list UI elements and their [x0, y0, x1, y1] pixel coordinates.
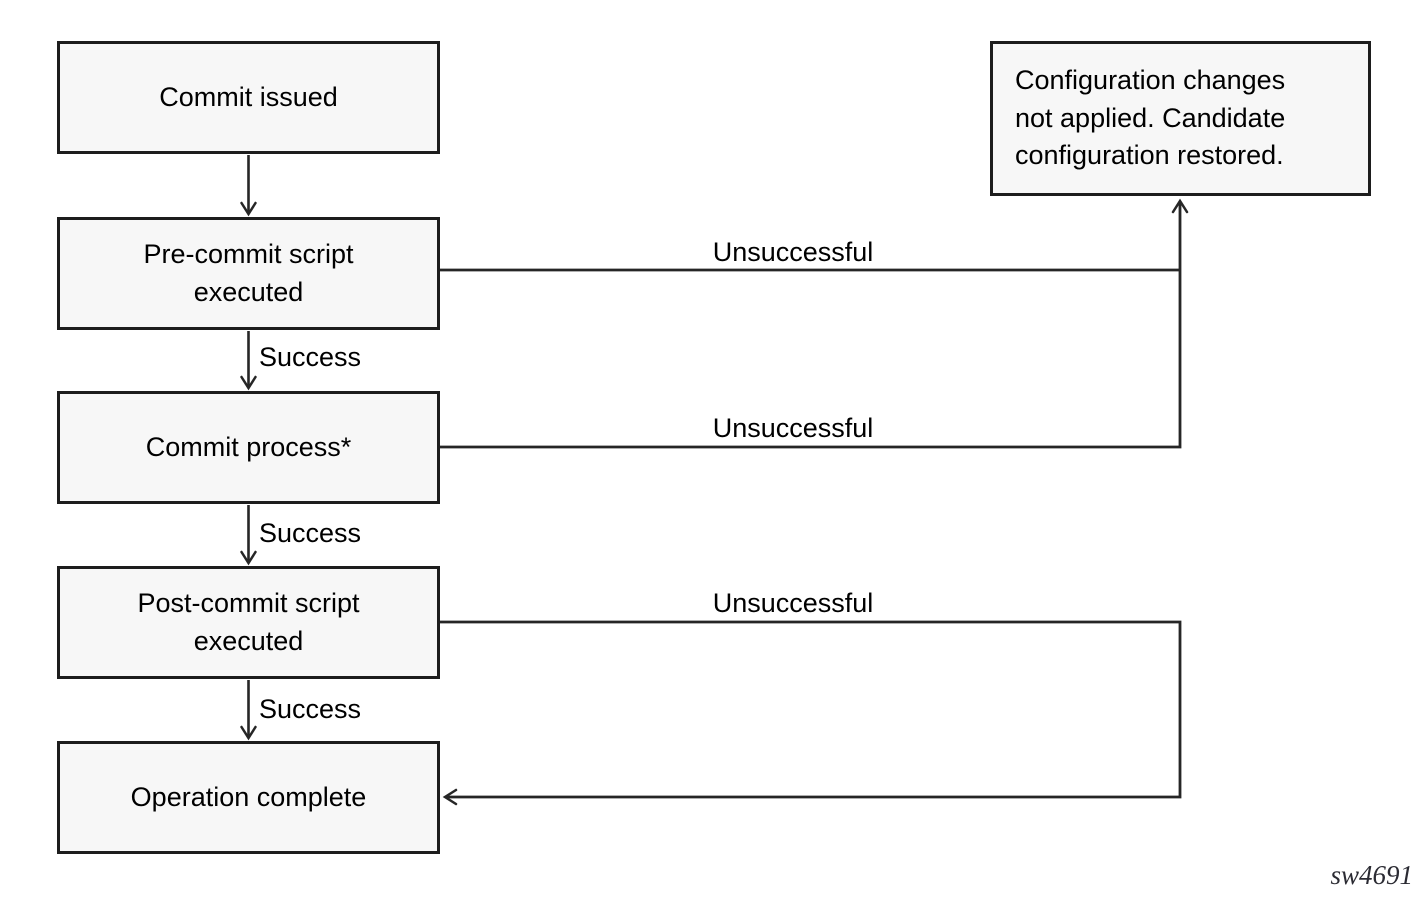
edge-commit-fail-to-config-restored	[440, 198, 1189, 449]
edge-label-commit-fail: Unsuccessful	[712, 413, 874, 443]
node-pre-commit-script: Pre-commit script executed	[57, 217, 440, 330]
edge-label-pre-commit-success: Success	[259, 342, 362, 372]
node-post-commit-script: Post-commit script executed	[57, 566, 440, 679]
figure-id: sw4691	[1330, 860, 1413, 890]
node-commit-issued-label: Commit issued	[159, 81, 338, 112]
node-commit-issued: Commit issued	[57, 41, 440, 154]
edge-label-pre-commit-fail: Unsuccessful	[712, 237, 874, 267]
edge-label-post-commit-success: Success	[259, 694, 362, 724]
node-commit-process: Commit process*	[57, 391, 440, 504]
node-pre-commit-script-label: Pre-commit script executed	[143, 238, 354, 307]
edge-post-commit-fail-to-operation-complete	[440, 620, 1182, 806]
edge-label-post-commit-fail: Unsuccessful	[712, 588, 874, 618]
node-config-restored-label: Configuration changes not applied. Candi…	[1015, 64, 1286, 171]
node-post-commit-script-label: Post-commit script executed	[137, 587, 360, 656]
node-operation-complete-label: Operation complete	[130, 781, 367, 812]
node-operation-complete: Operation complete	[57, 741, 440, 854]
node-commit-process-label: Commit process*	[145, 431, 352, 462]
node-config-restored: Configuration changes not applied. Candi…	[990, 41, 1371, 196]
edge-label-commit-success: Success	[259, 518, 362, 548]
